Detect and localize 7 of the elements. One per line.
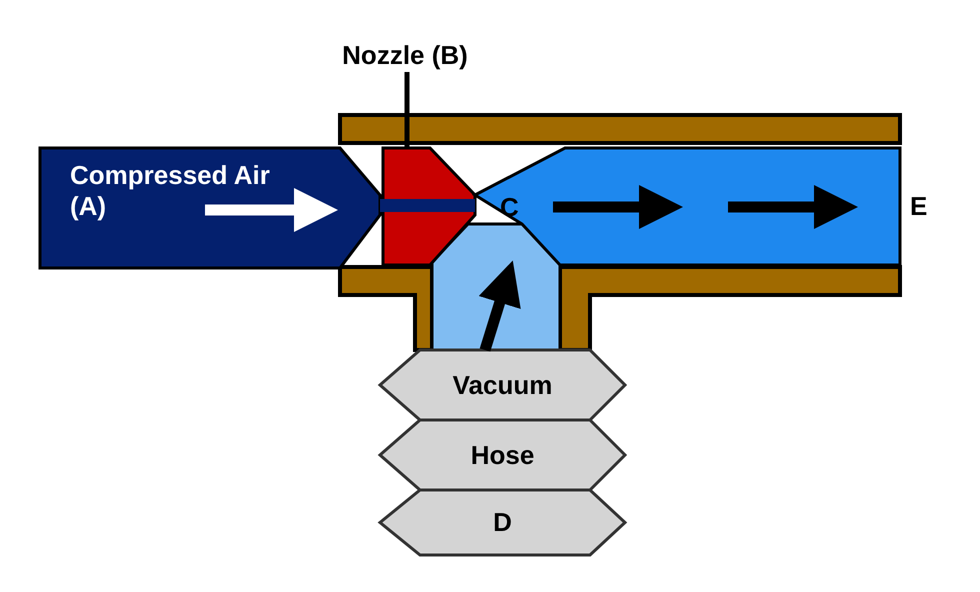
hose-label: Hose — [470, 440, 536, 470]
leader-line — [404, 72, 410, 148]
inlet-label: Compressed Air (A) — [70, 160, 270, 222]
outlet-label: E — [910, 190, 928, 222]
nozzle-label: Nozzle (B) — [341, 40, 469, 70]
hose-label: Vacuum — [452, 370, 554, 400]
hose-label: D — [492, 507, 513, 538]
